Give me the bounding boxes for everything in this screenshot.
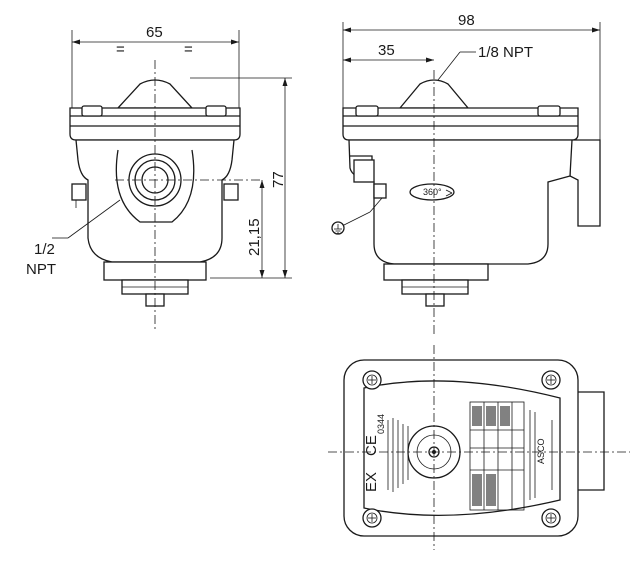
screw-top-right <box>541 370 561 390</box>
callout-half-npt-1: 1/2 <box>34 241 55 258</box>
callout-half-npt-2: NPT <box>26 261 56 278</box>
screw-bottom-left <box>362 508 382 528</box>
screw-top-left <box>362 370 382 390</box>
marking-ex: EX <box>363 472 380 492</box>
side-view: 98 35 1/8 NPT 3 <box>331 12 601 335</box>
nameplate-text-left <box>387 418 409 492</box>
dim-98: 98 <box>458 12 475 29</box>
marking-brand: ASCO <box>536 438 546 464</box>
dim-equal-left: = <box>116 41 125 58</box>
marking-ce: CE <box>363 435 380 456</box>
callout-eighth-npt: 1/8 NPT <box>478 44 533 61</box>
dim-65: 65 <box>146 24 163 41</box>
dim-77: 77 <box>270 171 287 188</box>
nameplate-table <box>469 401 553 511</box>
front-view: 65 = = 77 <box>26 24 292 330</box>
rotation-label: 360° <box>423 187 442 197</box>
dim-21-15: 21,15 <box>246 218 263 256</box>
screw-bottom-right <box>541 508 561 528</box>
top-view: EX CE 0344 ASCO <box>328 345 630 550</box>
marking-0344: 0344 <box>376 414 386 434</box>
dim-35: 35 <box>378 42 395 59</box>
dim-equal-right: = <box>184 41 193 58</box>
